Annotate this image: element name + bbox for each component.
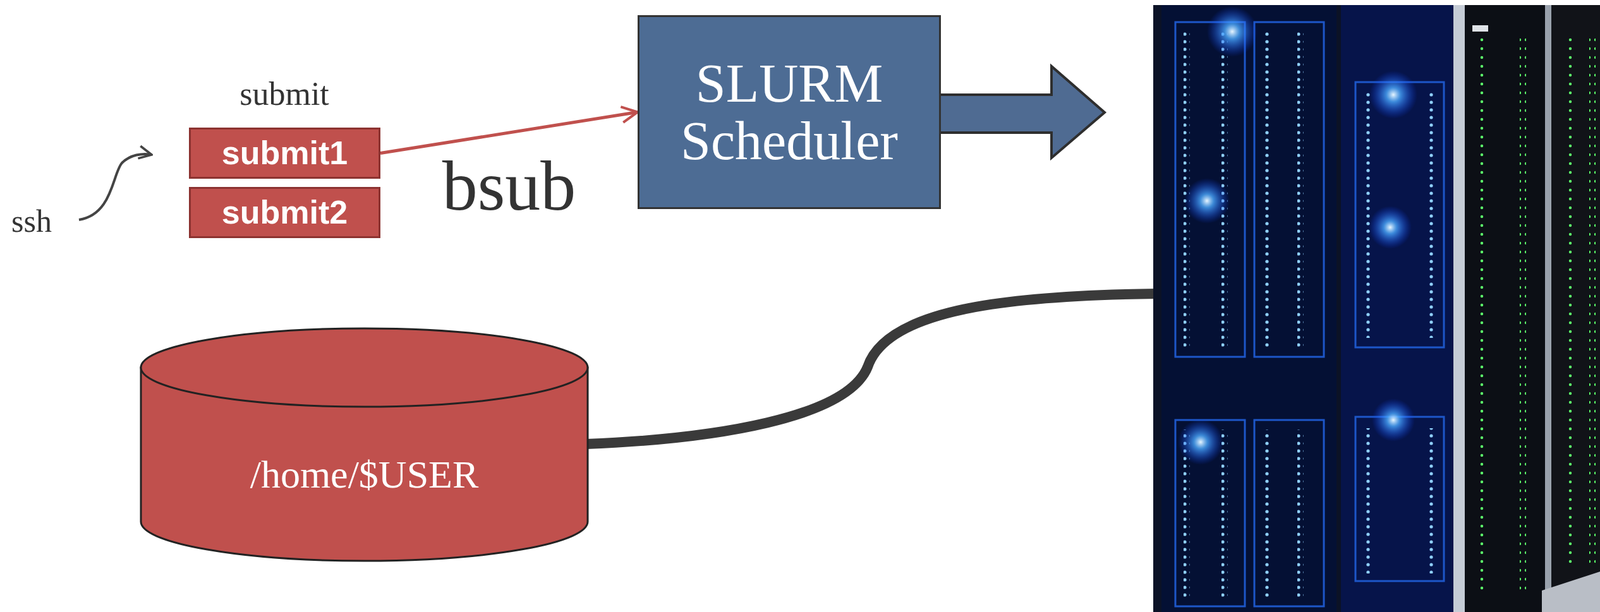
box-label: submit2 xyxy=(221,194,348,231)
dispatch-arrow xyxy=(935,66,1105,158)
submit-host-box: submit1 xyxy=(188,127,381,179)
text-holder: submit1 xyxy=(190,129,379,177)
storage-cylinder: /home/$USER xyxy=(140,328,588,562)
server-racks-photo xyxy=(1153,5,1600,612)
box-label: submit1 xyxy=(221,135,348,172)
text-holder: /home/$USER xyxy=(140,328,588,562)
submit-arrow xyxy=(380,112,638,154)
storage-cable xyxy=(586,293,1157,445)
box-label: /home/$USER xyxy=(250,453,479,497)
submit-host-box: submit2 xyxy=(188,187,381,239)
scheduler-box: SLURM Scheduler xyxy=(637,15,941,210)
cylinder-top xyxy=(140,328,588,407)
cylinder-outline xyxy=(140,328,588,562)
ssh-label: ssh xyxy=(11,204,52,239)
command-label: bsub xyxy=(439,150,579,222)
text-holder: submit2 xyxy=(190,188,379,237)
text-holder: SLURM Scheduler xyxy=(639,17,940,208)
box-label: SLURM Scheduler xyxy=(652,54,927,170)
group-label: submit xyxy=(239,75,330,112)
ssh-arrow xyxy=(78,154,152,220)
